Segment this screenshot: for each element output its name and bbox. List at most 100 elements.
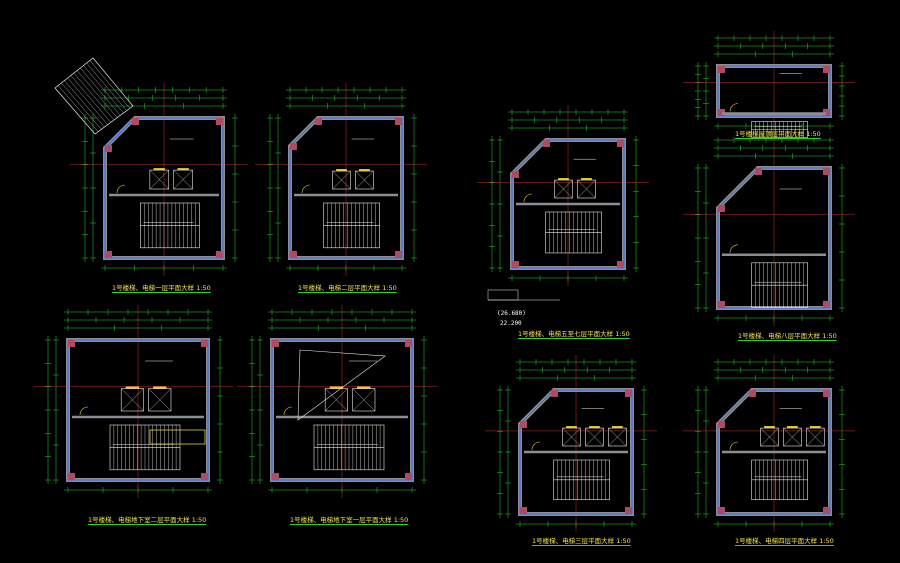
door-swing: [301, 184, 311, 194]
structural-column: [512, 261, 519, 268]
wall-outline: [519, 389, 633, 515]
elevator-diagonal: [554, 179, 573, 199]
structural-column: [405, 340, 412, 347]
structural-column: [718, 301, 725, 308]
structural-column: [201, 340, 208, 347]
plan-title-floor4: 1号楼梯、电梯四层平面大样 1:50: [735, 537, 834, 545]
structural-column: [315, 118, 322, 125]
elevator-diagonal: [806, 427, 825, 447]
structural-column: [520, 507, 527, 514]
structural-column: [543, 140, 550, 147]
exterior-stair-tread: [83, 65, 124, 114]
exterior-stair-tread: [64, 80, 105, 128]
level-mark-lower: 22.200: [500, 320, 522, 327]
elevator-door: [589, 426, 600, 429]
elevator-door: [611, 426, 623, 429]
elevator-diagonal: [783, 427, 802, 447]
plan-floor4: [683, 355, 855, 532]
structural-column: [201, 473, 208, 480]
exterior-stair-tread: [61, 82, 102, 130]
structural-column: [823, 507, 830, 514]
exterior-stair-tread: [77, 70, 118, 118]
plan-floor1: [70, 83, 248, 276]
exterior-stair-tread: [73, 72, 115, 121]
elevator-diagonal: [121, 388, 144, 412]
structural-column: [617, 140, 624, 147]
structural-column: [272, 340, 279, 347]
structural-column: [718, 109, 725, 116]
structural-column: [132, 118, 139, 125]
structural-column: [823, 109, 830, 116]
plan-basement1: [237, 305, 437, 498]
highlighted-zone: [149, 429, 206, 445]
structural-column: [755, 168, 762, 175]
plan-floor3: [485, 355, 657, 532]
door-swing: [729, 244, 739, 253]
elevator-diagonal: [148, 388, 172, 412]
exterior-stair-tread: [67, 77, 108, 125]
structural-column: [68, 340, 75, 347]
structural-column: [216, 251, 223, 258]
exterior-stair-tread: [89, 60, 130, 109]
elevator-diagonal: [585, 427, 604, 447]
wall-outline: [289, 117, 403, 259]
elevator-door: [125, 386, 140, 389]
structural-column: [749, 390, 756, 397]
structural-column: [823, 66, 830, 73]
structural-column: [718, 507, 725, 514]
plan-title-basement2: 1号楼梯、电梯地下室二层平面大样 1:50: [88, 516, 207, 524]
structural-column: [823, 301, 830, 308]
wall-outline: [717, 389, 831, 515]
elevator-diagonal: [173, 169, 193, 190]
level-callout-box: [487, 289, 519, 301]
exterior-stair-tread: [86, 62, 127, 111]
elevator-diagonal: [352, 388, 376, 412]
plan-title-floor1: 1号楼梯、电梯一层平面大样 1:50: [112, 284, 211, 292]
exterior-stair-tread: [80, 67, 121, 116]
structural-column: [290, 251, 297, 258]
elevator-diagonal: [355, 170, 374, 190]
elevator-door: [336, 169, 347, 172]
structural-column: [823, 390, 830, 397]
structural-column: [625, 507, 632, 514]
plan-floors5-7: [477, 105, 649, 286]
exterior-stair-tread: [58, 85, 99, 132]
level-mark-upper: (26.680): [497, 310, 526, 317]
plan-title-floor8: 1号楼梯、电梯八层平面大样 1:50: [738, 332, 837, 340]
elevator-door: [787, 426, 798, 429]
elevator-door: [764, 426, 775, 429]
plan-title-floor2: 1号楼梯、电梯二层平面大样 1:50: [298, 284, 397, 292]
elevator-door: [329, 386, 344, 389]
structural-column: [105, 251, 112, 258]
structural-column: [718, 205, 725, 212]
wall-outline: [511, 139, 625, 269]
door-swing: [729, 441, 739, 451]
structural-column: [105, 145, 112, 152]
plan-details: [54, 57, 560, 445]
elevator-door: [153, 168, 165, 171]
elevator-door: [357, 386, 371, 389]
structural-column: [395, 118, 402, 125]
elevator-diagonal: [325, 388, 348, 412]
structural-column: [68, 473, 75, 480]
door-swing: [116, 184, 126, 194]
door-swing: [523, 193, 533, 203]
structural-column: [512, 171, 519, 178]
exterior-stair-tread: [70, 75, 111, 123]
elevator-diagonal: [332, 170, 351, 190]
plan-basement2: [33, 305, 233, 498]
plan-floor8: [683, 133, 855, 326]
elevator-door: [581, 178, 592, 181]
structural-column: [718, 66, 725, 73]
structural-column: [823, 168, 830, 175]
structural-column: [395, 251, 402, 258]
elevator-door: [566, 426, 577, 429]
door-swing: [531, 441, 541, 451]
plan-floor2: [255, 83, 427, 276]
elevator-diagonal: [562, 427, 581, 447]
structural-column: [272, 473, 279, 480]
elevator-door: [153, 386, 167, 389]
elevator-door: [359, 169, 370, 172]
structural-column: [520, 421, 527, 428]
